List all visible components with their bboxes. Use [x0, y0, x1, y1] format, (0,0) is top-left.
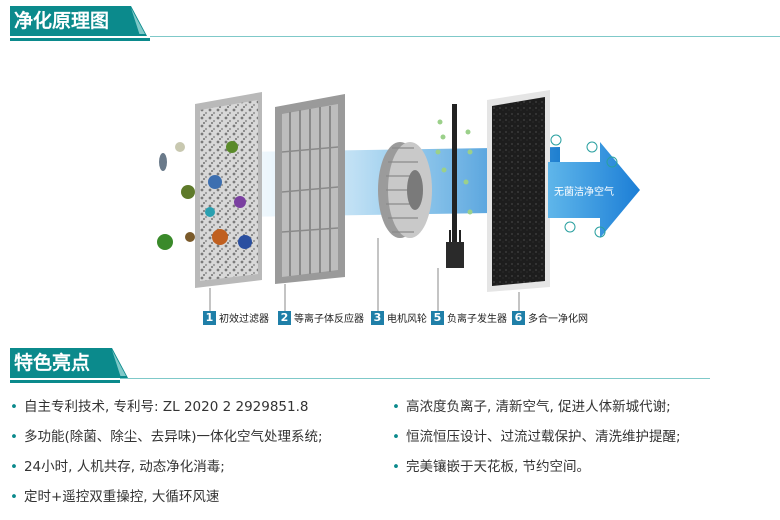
feature-text: 高浓度负离子, 清新空气, 促进人体新城代谢;: [405, 399, 671, 415]
fan-wheel-graphic: [378, 142, 432, 238]
caption-number: 5: [431, 310, 444, 325]
section-header-features: 特色亮点: [10, 348, 710, 384]
feature-text: 24小时, 人机共存, 动态净化消毒;: [23, 459, 225, 475]
caption-label: 多合一净化网: [528, 314, 588, 325]
caption-label: 电机风轮: [387, 314, 427, 325]
caption-fan-wheel: 3 电机风轮: [371, 310, 427, 325]
section-header-principle: 净化原理图: [10, 6, 780, 42]
section-rule: [10, 38, 150, 41]
feature-text: 完美镶嵌于天花板, 节约空间。: [405, 459, 591, 475]
section-title-principle: 净化原理图: [10, 6, 147, 36]
section-rule: [10, 380, 120, 383]
section-underline: [120, 378, 710, 379]
list-item: •24小时, 人机共存, 动态净化消毒;: [10, 459, 225, 475]
arrow-label: 无菌洁净空气: [554, 187, 614, 198]
caption-number: 2: [278, 310, 291, 325]
list-item: •完美镶嵌于天花板, 节约空间。: [392, 459, 591, 475]
feature-text: 多功能(除菌、除尘、去异味)一体化空气处理系统;: [23, 429, 323, 445]
feature-text: 定时+遥控双重操控, 大循环风速: [23, 489, 220, 505]
caption-label: 等离子体反应器: [294, 314, 364, 325]
caption-anion-generator: 5 负离子发生器: [431, 310, 507, 325]
section-title-features: 特色亮点: [10, 348, 128, 378]
caption-number: 6: [512, 310, 525, 325]
list-item: •自主专利技术, 专利号: ZL 2020 2 2929851.8: [10, 399, 309, 415]
caption-label: 负离子发生器: [447, 314, 507, 325]
list-item: •多功能(除菌、除尘、去异味)一体化空气处理系统;: [10, 429, 323, 445]
feature-text: 自主专利技术, 专利号: ZL 2020 2 2929851.8: [23, 399, 309, 415]
list-item: •定时+遥控双重操控, 大循环风速: [10, 489, 220, 505]
list-item: •恒流恒压设计、过流过载保护、清洗维护提醒;: [392, 429, 681, 445]
caption-plasma-reactor: 2 等离子体反应器: [278, 310, 364, 325]
purification-diagram: 无菌洁净空气 1 初效过滤器 2 等离子体反应器 3 电机风轮 5 负离子发生器…: [0, 52, 780, 342]
section-underline: [150, 36, 780, 37]
caption-multi-mesh: 6 多合一净化网: [512, 310, 588, 325]
list-item: •高浓度负离子, 清新空气, 促进人体新城代谢;: [392, 399, 671, 415]
caption-label: 初效过滤器: [219, 314, 269, 325]
multi-mesh-graphic: [487, 90, 550, 292]
caption-number: 3: [371, 310, 384, 325]
primary-filter-graphic: [195, 92, 262, 288]
features-left-list: •自主专利技术, 专利号: ZL 2020 2 2929851.8 •多功能(除…: [10, 392, 323, 512]
pollutant-particles: [157, 142, 195, 250]
plasma-reactor-graphic: [275, 94, 345, 284]
caption-number: 1: [203, 310, 216, 325]
caption-primary-filter: 1 初效过滤器: [203, 310, 269, 325]
clean-air-arrow: [548, 142, 640, 238]
features-right-list: •高浓度负离子, 清新空气, 促进人体新城代谢; •恒流恒压设计、过流过载保护、…: [392, 392, 681, 482]
diagram-illustration: [157, 90, 640, 312]
feature-text: 恒流恒压设计、过流过载保护、清洗维护提醒;: [405, 429, 681, 445]
anion-generator-graphic: [435, 104, 473, 268]
